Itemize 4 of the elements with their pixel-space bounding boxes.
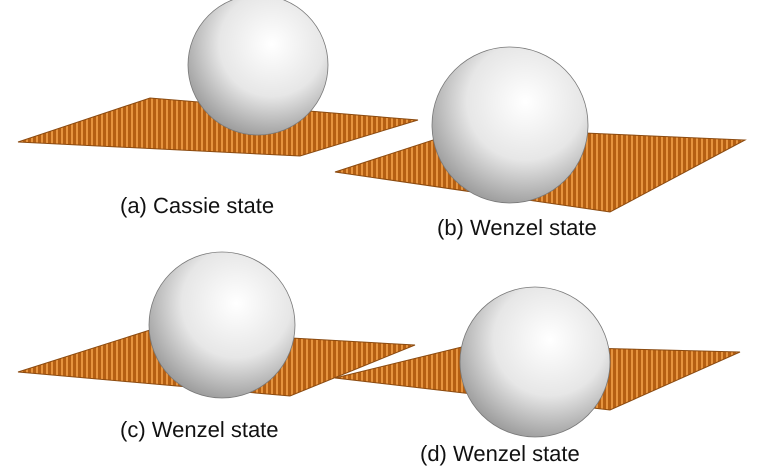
panel-caption: (c) Wenzel state: [120, 416, 279, 444]
panel-caption: (d) Wenzel state: [420, 440, 580, 468]
panel-caption: (b) Wenzel state: [437, 214, 597, 242]
panel-caption: (a) Cassie state: [120, 192, 274, 220]
